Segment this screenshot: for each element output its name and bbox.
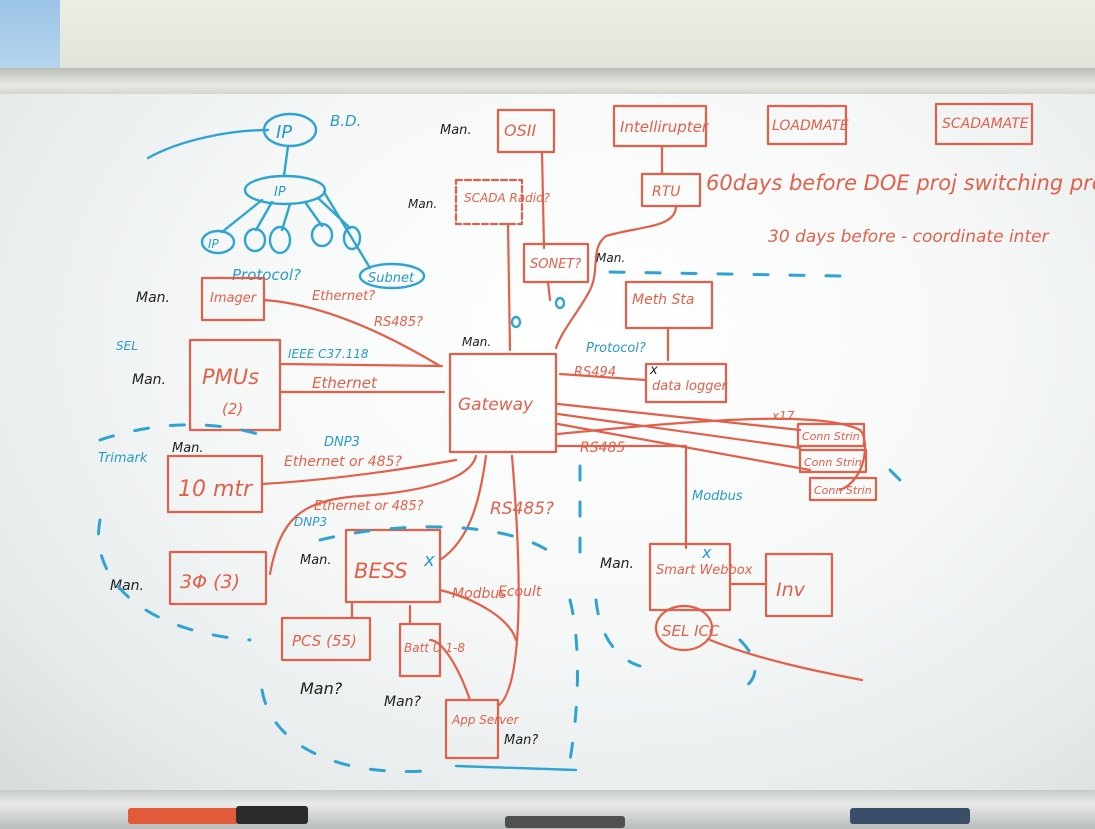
gray-marker [505, 816, 625, 828]
pcs-label: PCS (55) [292, 632, 357, 650]
pmus-count-label: (2) [222, 400, 243, 418]
board-frame [0, 68, 1095, 96]
conn-strin-2-label: Conn Strin [804, 456, 862, 469]
smart-webbox-label: Smart Webbox [656, 563, 753, 578]
ip-top-label: IP [276, 122, 292, 143]
network-sketch: IP B.D. IP IP Protocol? Subnet [146, 112, 426, 290]
bess-label: BESS [354, 559, 408, 583]
dnp3-label: DNP3 [324, 435, 360, 450]
tenmtr-label: 10 mtr [178, 477, 254, 502]
modbus-right-label: Modbus [692, 489, 743, 504]
man-label: Man. [596, 251, 625, 265]
man-label: Man. [462, 335, 491, 349]
modbus-label: Modbus [452, 586, 507, 602]
man-q-label: Man? [384, 694, 422, 710]
imager-label: Imager [210, 291, 258, 306]
man-q-label: Man? [300, 679, 343, 698]
gateway-node: Man. Gateway [448, 335, 558, 454]
batt-label: Batt U 1-8 [404, 641, 465, 655]
conn-strin-1-label: Conn Strin [802, 430, 860, 443]
intellirupter-label: Intellirupter [620, 118, 709, 136]
inv-label: Inv [776, 579, 806, 601]
protocol-right-label: Protocol? [586, 341, 646, 356]
man-label: Man. [136, 290, 170, 306]
black-marker [236, 806, 308, 824]
eth-or-485-label: Ethernet or 485? [284, 454, 402, 470]
logger-x-mark: x [649, 363, 658, 378]
scadamate-label: SCADAMATE [942, 116, 1029, 132]
man-label: Man. [300, 553, 332, 568]
trimark-label: Trimark [98, 451, 148, 466]
man-label: Man. [132, 372, 166, 388]
dnp3-b-label: DNP3 [294, 515, 327, 529]
protocol-q-label: Protocol? [232, 266, 301, 284]
meth-sta-label: Meth Sta [632, 292, 694, 308]
pmus-label: PMUs [202, 365, 259, 389]
eraser [850, 808, 970, 824]
sel-icc-label: SEL ICC [662, 622, 720, 640]
rs485-c-label: RS485? [490, 499, 554, 519]
ethernet-label: Ethernet [312, 374, 378, 392]
right-devices: Meth Sta Protocol? RS494 data logger x x… [556, 280, 908, 692]
rs485-q-label: RS485? [374, 315, 423, 330]
eth-or-485-b-label: Ethernet or 485? [314, 499, 424, 514]
wall [0, 0, 1095, 70]
gateway-label: Gateway [458, 395, 534, 415]
left-devices: Man. Imager Ethernet? RS485? SEL Man. PM… [97, 276, 478, 642]
ecoult-label: Ecoult [498, 584, 542, 600]
man-label: Man. [408, 197, 437, 211]
rs485-right-label: RS485 [580, 440, 625, 456]
scada-radio-label: SCADA Radio? [464, 191, 550, 205]
osii-label: OSII [504, 121, 536, 140]
note-30-days: 30 days before - coordinate inter [768, 227, 1050, 247]
bd-label: B.D. [330, 112, 361, 130]
whiteboard-surface [0, 94, 1095, 794]
ip-leaf-label: IP [208, 237, 220, 251]
bess-x-mark: x [423, 550, 435, 571]
threephase-label: 3Φ (3) [180, 571, 240, 593]
bess-cluster: Man. BESS x RS485? Ecoult Modbus PCS (55… [260, 454, 579, 773]
webbox-x-mark: x [701, 543, 712, 562]
man-label: Man. [172, 441, 204, 456]
top-devices: Man. OSII Intellirupter LOADMATE SCADAMA… [408, 102, 1095, 352]
ethernet-q-label: Ethernet? [312, 289, 375, 304]
x17-label: x17 [771, 409, 795, 423]
sel-label: SEL [116, 339, 138, 353]
man-label: Man. [440, 123, 472, 138]
loadmate-label: LOADMATE [772, 118, 849, 134]
data-logger-label: data logger [652, 379, 728, 394]
app-server-label: App Server [451, 713, 520, 727]
red-marker [128, 808, 238, 824]
man-q-label: Man? [504, 733, 538, 748]
subnet-label: Subnet [368, 271, 415, 286]
rtu-label: RTU [652, 184, 681, 200]
man-label: Man. [110, 578, 144, 594]
ip-hub-label: IP [274, 185, 286, 200]
sonet-label: SONET? [530, 257, 581, 272]
conn-strin-3-label: Conn Strin [814, 484, 872, 497]
man-label: Man. [600, 556, 634, 572]
note-60-days: 60days before DOE proj switching proc [706, 171, 1095, 195]
ieee-label: IEEE C37.118 [288, 347, 369, 361]
